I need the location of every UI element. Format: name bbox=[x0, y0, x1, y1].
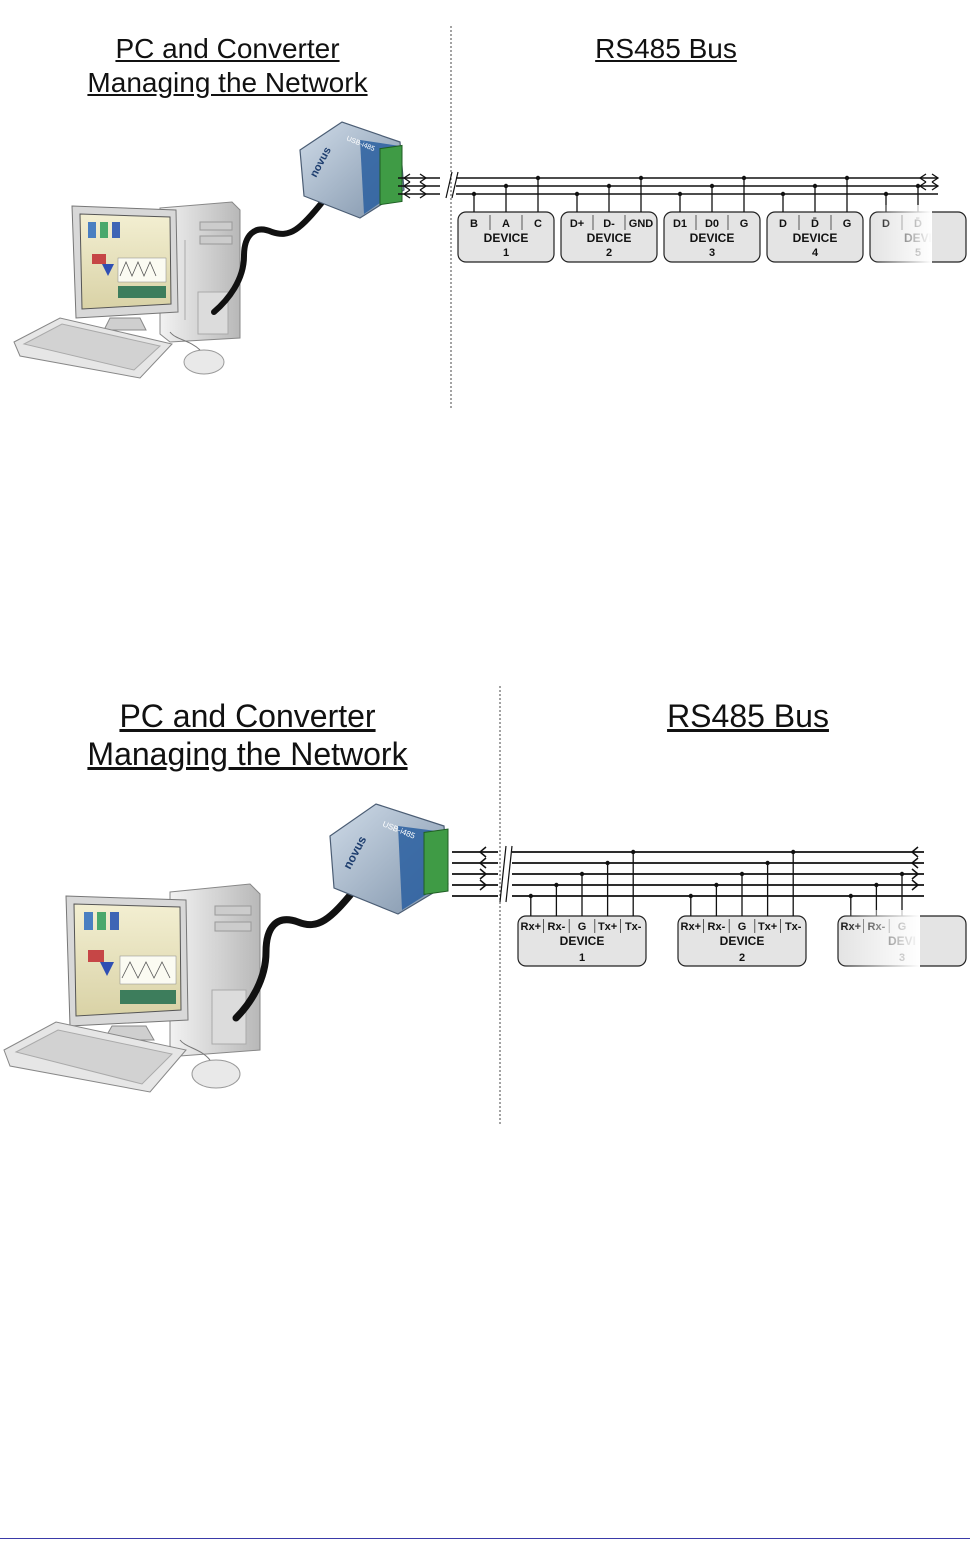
terminal-label: G bbox=[738, 921, 747, 933]
device-label: DEVICE bbox=[587, 231, 632, 245]
terminal-label: Rx+ bbox=[521, 921, 542, 933]
bus-junction-dot bbox=[915, 183, 921, 189]
bus-junction-dot bbox=[739, 871, 745, 877]
bus-junction-dot bbox=[503, 183, 509, 189]
keyboard-icon bbox=[3, 1021, 187, 1093]
diagram2-right-title: RS485 Bus bbox=[620, 697, 876, 735]
mouse-icon bbox=[179, 1039, 241, 1089]
bus-arrows-left bbox=[402, 173, 428, 199]
bus-junction-dot bbox=[605, 860, 610, 866]
bus-break-marks bbox=[445, 171, 459, 199]
diagram2-device-2: Rx+ Rx- G Tx+ Tx- DEVICE 2 bbox=[677, 849, 807, 967]
terminal-label: D- bbox=[603, 218, 615, 230]
diagram1-device-4: D D̄ G DEVICE 4 bbox=[766, 175, 864, 263]
bus-junction-dot bbox=[528, 893, 533, 899]
diagram2-device-1: Rx+ Rx- G Tx+ Tx- DEVICE 1 bbox=[517, 849, 647, 967]
diagram1-pc-illustration: novus USB-i485 bbox=[13, 121, 440, 379]
device-label: DEVICE bbox=[690, 231, 735, 245]
diagram1-device-3: D1 D0 G DEVICE 3 bbox=[663, 175, 761, 263]
bus-junction-dot bbox=[579, 871, 585, 877]
terminal-label: D bbox=[779, 218, 787, 230]
device-number: 3 bbox=[709, 247, 715, 259]
bus-arrows-left bbox=[478, 846, 488, 891]
diagram1-right-title: RS485 Bus bbox=[556, 32, 776, 66]
bus-junction-dot bbox=[631, 849, 636, 855]
bus-junction-dot bbox=[765, 860, 770, 866]
diagram2-left-title-line1: PC and Converter bbox=[119, 698, 376, 734]
bus-junction-dot bbox=[741, 175, 747, 181]
device-number: 1 bbox=[503, 247, 509, 259]
diagram2-pc-illustration: novus USB-i485 bbox=[3, 803, 449, 1093]
bus-junction-dot bbox=[848, 893, 853, 899]
device-number: 4 bbox=[812, 247, 819, 259]
diagram1-fade bbox=[872, 205, 932, 269]
footer-rule bbox=[0, 1538, 970, 1539]
device-label: DEVICE bbox=[560, 934, 605, 948]
bus-junction-dot bbox=[554, 882, 559, 888]
terminal-label: Tx- bbox=[785, 921, 802, 933]
terminal-label: D0 bbox=[705, 218, 719, 230]
bus-junction-dot bbox=[844, 175, 850, 181]
terminal-label: Tx+ bbox=[598, 921, 617, 933]
bus-junction-dot bbox=[606, 183, 612, 189]
bus-junction-dot bbox=[574, 191, 580, 197]
device-number: 1 bbox=[579, 952, 585, 964]
bus-arrows-right bbox=[918, 173, 940, 191]
terminal-label: D̄ bbox=[811, 218, 819, 230]
bus-junction-dot bbox=[874, 882, 879, 888]
bus-junction-dot bbox=[812, 183, 818, 189]
usb-converter-icon: novus USB-i485 bbox=[299, 121, 405, 219]
diagram2-left-title-line2: Managing the Network bbox=[87, 736, 408, 773]
usb-cable bbox=[211, 197, 327, 315]
bus-junction-dot bbox=[883, 191, 889, 197]
terminal-label: Rx+ bbox=[681, 921, 702, 933]
terminal-label: D+ bbox=[570, 218, 584, 230]
bus-junction-dot bbox=[791, 849, 796, 855]
diagram1-left-title-line1: PC and Converter bbox=[115, 33, 340, 64]
terminal-label: D1 bbox=[673, 218, 687, 230]
terminal-label: GND bbox=[629, 218, 654, 230]
diagram1-left-title-line2: Managing the Network bbox=[87, 66, 368, 98]
diagram2-fade bbox=[840, 910, 920, 970]
bus-junction-dot bbox=[714, 882, 719, 888]
monitor-icon bbox=[65, 895, 189, 1041]
terminal-label: Rx- bbox=[548, 921, 566, 933]
terminal-label: Rx- bbox=[708, 921, 726, 933]
bus-junction-dot bbox=[471, 191, 477, 197]
mouse-icon bbox=[169, 331, 225, 375]
bus-break-marks bbox=[499, 845, 513, 903]
device-number: 2 bbox=[739, 952, 745, 964]
device-label: DEVICE bbox=[720, 934, 765, 948]
diagram2-right-title-text: RS485 Bus bbox=[667, 698, 829, 734]
terminal-label: C bbox=[534, 218, 542, 230]
bus-junction-dot bbox=[535, 175, 541, 181]
bus-junction-dot bbox=[709, 183, 715, 189]
bus-junction-dot bbox=[688, 893, 693, 899]
bus-junction-dot bbox=[780, 191, 786, 197]
bus-junction-dot bbox=[638, 175, 644, 181]
diagram1-device-1: B A C DEVICE 1 bbox=[457, 175, 555, 263]
terminal-label: G bbox=[578, 921, 587, 933]
bus-arrows-right bbox=[910, 846, 920, 891]
bus-junction-dot bbox=[899, 871, 905, 877]
terminal-label: A bbox=[502, 218, 510, 230]
usb-cable bbox=[232, 884, 360, 1022]
diagram1-right-title-text: RS485 Bus bbox=[595, 33, 737, 64]
terminal-label: Tx+ bbox=[758, 921, 777, 933]
usb-converter-icon: novus USB-i485 bbox=[329, 803, 449, 915]
bus-junction-dot bbox=[677, 191, 683, 197]
device-label: DEVICE bbox=[793, 231, 838, 245]
keyboard-icon bbox=[13, 317, 173, 379]
diagram2-left-title: PC and Converter Managing the Network bbox=[60, 697, 435, 774]
terminal-label: G bbox=[843, 218, 852, 230]
terminal-label: G bbox=[740, 218, 749, 230]
terminal-label: B bbox=[470, 218, 478, 230]
diagram1-left-title: PC and Converter Managing the Network bbox=[60, 32, 395, 99]
monitor-icon bbox=[71, 205, 179, 331]
device-number: 2 bbox=[606, 247, 612, 259]
terminal-label: Tx- bbox=[625, 921, 642, 933]
device-label: DEVICE bbox=[484, 231, 529, 245]
